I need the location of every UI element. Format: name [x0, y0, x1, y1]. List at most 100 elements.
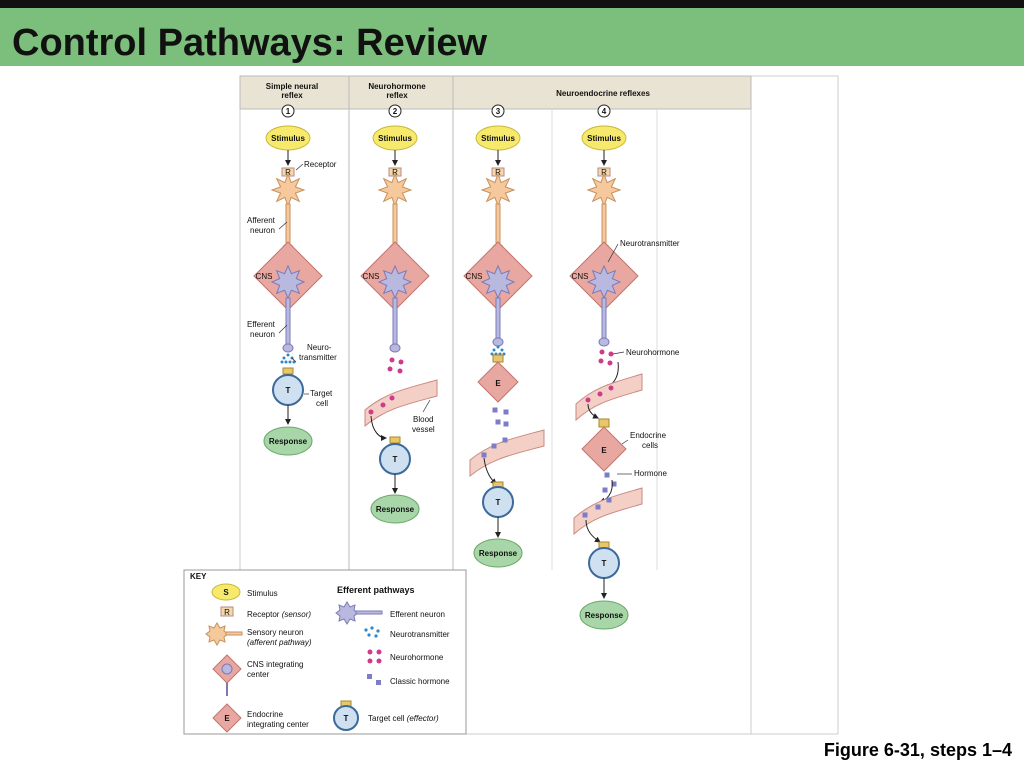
key-target-cell-icon [333, 705, 359, 731]
hormone-square [602, 487, 608, 493]
axon-terminal [282, 343, 294, 353]
key-endocrine-mark: E [224, 714, 230, 723]
sensory-neuron [270, 172, 306, 208]
afferent-axon [601, 203, 607, 247]
neurotransmitter-dot [284, 360, 288, 364]
label-endocrine-cells-line2: cells [642, 441, 658, 450]
svg-text:Receptor (sensor): Receptor (sensor) [247, 610, 311, 619]
response [370, 494, 420, 524]
leader-line [278, 221, 288, 230]
cns-neuron [480, 264, 516, 300]
hormone-square [503, 409, 509, 415]
label-receptor: Receptor [304, 160, 337, 169]
neurotransmitter-dot [286, 353, 290, 357]
neurohormone-dot [380, 402, 386, 408]
label-blood-vessel-line2: vessel [412, 425, 435, 434]
cns-neuron [586, 264, 622, 300]
hormone-square [604, 472, 610, 478]
cns-neuron [270, 264, 306, 300]
target-mark: T [393, 455, 398, 464]
step-number-circle [597, 104, 611, 118]
hormone-square [606, 497, 612, 503]
label-target-line2: cell [316, 399, 328, 408]
header-row [239, 75, 752, 110]
figure-caption: Figure 6-31, steps 1–4 [823, 740, 1012, 760]
cns-neuron [377, 264, 413, 300]
blood-vessel [573, 487, 643, 536]
key-neurohormone-icon [367, 649, 382, 664]
label-neurotransmitter: Neurotransmitter [620, 239, 680, 248]
neurohormone-dot [389, 357, 395, 363]
neurohormone-dot [368, 409, 374, 415]
neurohormone-dot [398, 359, 404, 365]
target-mark: T [496, 498, 501, 507]
neurohormone-dot [597, 391, 603, 397]
hormone-square [495, 419, 501, 425]
key-target-mark: T [344, 714, 349, 723]
label-hormone: Hormone [634, 469, 667, 478]
neurotransmitter-dot [500, 348, 504, 352]
key-receptor-label: Receptor [247, 610, 282, 619]
label-neuro-transmitter-line2: transmitter [299, 353, 337, 362]
leader-line [612, 351, 625, 355]
target-mark: T [602, 559, 607, 568]
receptor-mark: R [495, 168, 501, 177]
label-neurohormone: Neurohormone [626, 348, 680, 357]
col34-header: Neuroendocrine reflexes [556, 89, 650, 98]
stimulus-label: Stimulus [271, 134, 305, 143]
afferent-axon [285, 203, 291, 247]
neurohormone-dot [607, 360, 613, 366]
key-endocrine-label-line2: integrating center [247, 720, 309, 729]
hormone-square [611, 481, 617, 487]
step-number-circle [491, 104, 505, 118]
col1-header-line2: reflex [281, 91, 303, 100]
stimulus-label: Stimulus [378, 134, 412, 143]
label-blood-vessel-line1: Blood [413, 415, 433, 424]
arrow-vessel-endocrine [587, 403, 599, 419]
response-label: Response [585, 611, 624, 620]
leader-line [607, 243, 619, 263]
endocrine-cell [477, 361, 519, 403]
afferent-axon [392, 203, 398, 247]
neurohormone-dot [608, 385, 614, 391]
key-cns-label-line2: center [247, 670, 270, 679]
label-afferent-line1: Afferent [247, 216, 276, 225]
blood-vessel [364, 379, 438, 428]
neurotransmitter-dot [496, 345, 500, 349]
target-receptor [282, 367, 294, 375]
key-sensory-neuron-icon [205, 622, 229, 646]
neurotransmitter-dot [280, 360, 284, 364]
endocrine-mark: E [601, 446, 607, 455]
label-neuro-transmitter-line1: Neuro- [307, 343, 332, 352]
neurohormone-dot [585, 397, 591, 403]
arrow-vessel-target [585, 519, 601, 543]
key-target-italic: (effector) [407, 714, 439, 723]
label-target-line1: Target [310, 389, 333, 398]
response-label: Response [479, 549, 518, 558]
response [579, 600, 629, 630]
key-sensory-neuron-italic: (afferent pathway) [247, 638, 312, 647]
key-target-label: Target cell [368, 714, 407, 723]
cns-label: CNS [572, 272, 589, 281]
svg-text:Target cell (effector): Target cell (effector) [368, 714, 439, 723]
key-efferent-title: Efferent pathways [337, 585, 415, 595]
response-label: Response [376, 505, 415, 514]
sensory-neuron [480, 172, 516, 208]
slide-title: Control Pathways: Review [12, 22, 488, 64]
efferent-axon [392, 297, 398, 345]
neurotransmitter-dot [492, 348, 496, 352]
endocrine-receptor [598, 418, 610, 428]
neurotransmitter-dot [282, 356, 286, 360]
key-title: KEY [190, 572, 207, 581]
receptor-mark: R [601, 168, 607, 177]
hormone-square [582, 512, 588, 518]
key-receptor-icon [220, 606, 234, 617]
hormone-square [502, 437, 508, 443]
label-efferent-line2: neuron [250, 330, 275, 339]
key-stimulus-icon [211, 583, 241, 601]
efferent-axon [601, 297, 607, 339]
key-sensory-neuron-label: Sensory neuron [247, 628, 303, 637]
